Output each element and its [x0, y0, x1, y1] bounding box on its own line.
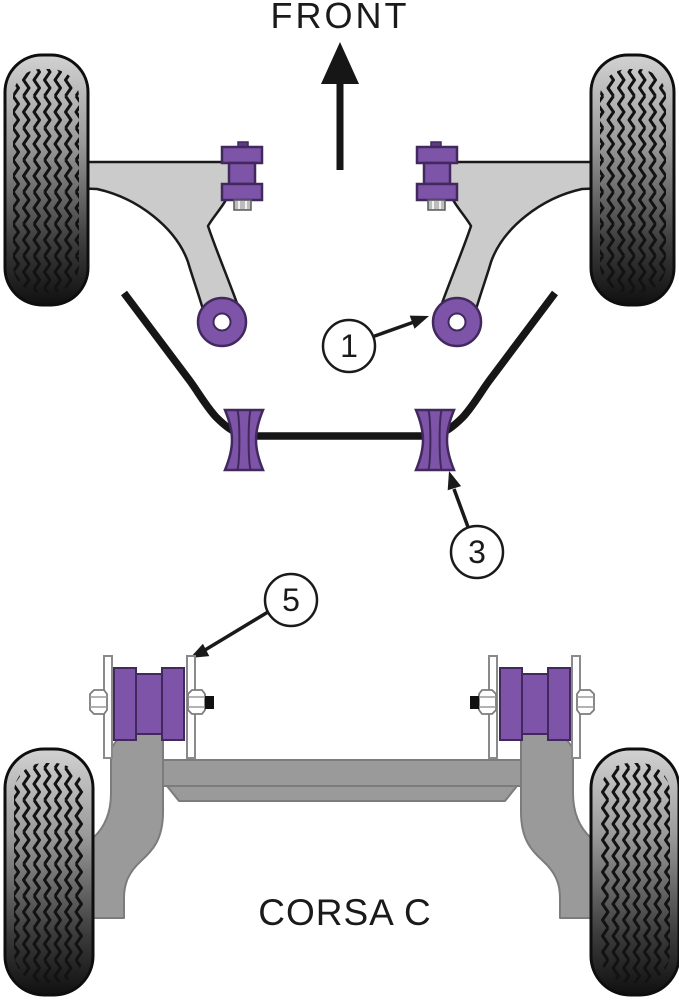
front-arm-rear-bushing: [196, 296, 248, 348]
callout-1-number: 1: [340, 328, 358, 364]
arrow-head: [321, 42, 359, 84]
rear-tire: [3, 747, 95, 997]
bushing-center: [227, 161, 257, 186]
bushing-top-flange: [220, 145, 264, 165]
callout-3-circle[interactable]: [449, 524, 505, 580]
callout-3[interactable]: 3: [447, 471, 505, 580]
front-arrow-icon: [321, 42, 359, 170]
rear-right-assembly: [468, 654, 679, 997]
callout-1-arrowhead: [409, 315, 429, 329]
front-label: FRONT: [271, 0, 410, 36]
front-control-arm: [68, 160, 242, 318]
bushing-bore: [212, 312, 232, 332]
bolt-tip: [205, 696, 214, 709]
anti-roll-bar-bushing-right: [414, 408, 456, 472]
tire-tread: [14, 763, 84, 983]
bushing-clamp-lines: [427, 409, 443, 471]
rear-beam-top: [160, 759, 524, 787]
front-tire: [3, 53, 90, 307]
bushing-bolt-right: [187, 689, 214, 715]
bushing-clamp-lines: [236, 409, 252, 471]
tire-tread: [13, 69, 79, 293]
anti-roll-bar-bushing-left: [223, 408, 265, 472]
callout-5-arrowhead: [190, 643, 210, 658]
callout-1-circle[interactable]: [321, 318, 377, 374]
callout-3-arrowhead: [447, 471, 462, 491]
rear-trailing-arm: [92, 733, 164, 919]
callout-5-circle[interactable]: [263, 572, 319, 628]
rear-left-assembly: [3, 655, 214, 997]
front-arm-front-bushing: [220, 141, 264, 211]
callout-5-leader: [204, 610, 269, 652]
bushing-bolt-left: [89, 689, 108, 715]
bushing-nut: [233, 199, 252, 211]
anti-roll-bar: [121, 290, 558, 440]
front-left-assembly: [3, 53, 264, 348]
bushing-flange: [113, 667, 137, 741]
bushing-barrel: [135, 673, 163, 735]
callout-1-leader: [371, 320, 415, 339]
callout-3-leader: [452, 488, 470, 528]
callout-5-number: 5: [282, 582, 300, 618]
bushing-bottom-flange: [220, 182, 264, 202]
rear-beam-face: [166, 785, 518, 802]
arrow-shaft: [336, 80, 344, 170]
callout-1[interactable]: 1: [321, 315, 429, 374]
rear-beam: [160, 759, 524, 802]
callout-3-number: 3: [468, 534, 486, 570]
rear-beam-front-mount-bushing: [113, 667, 185, 741]
model-label: CORSA C: [258, 892, 432, 933]
callout-5[interactable]: 5: [190, 572, 319, 658]
bushing-flange: [161, 667, 185, 741]
